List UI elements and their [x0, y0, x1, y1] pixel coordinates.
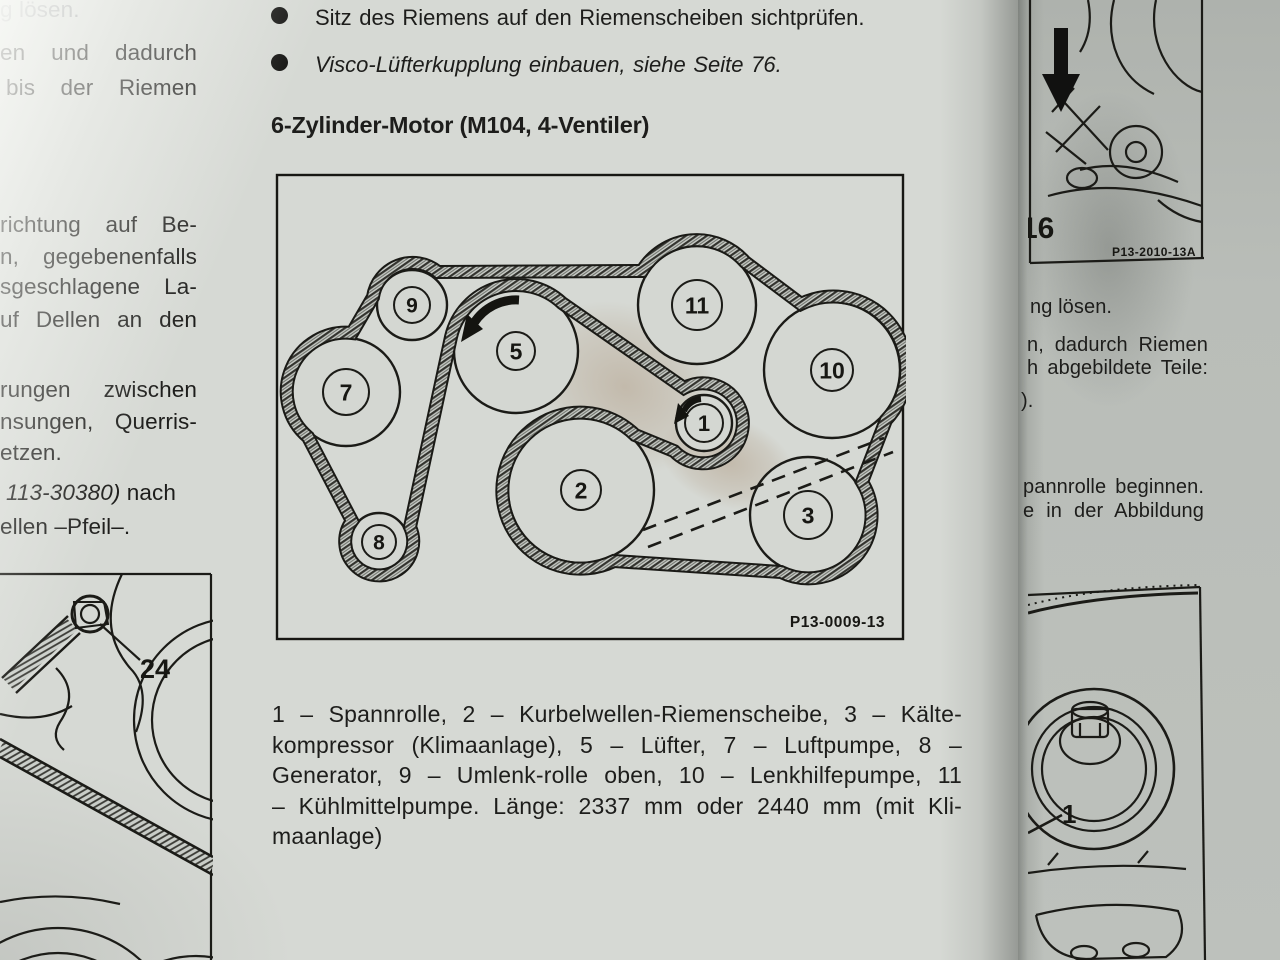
right-line: ). [1021, 390, 1034, 412]
caption-line: kompressor (Klimaanlage), 5 – Lüfter, 7 … [272, 731, 962, 758]
svg-text:2: 2 [575, 477, 588, 503]
figure-code: P13-2010-13A [1112, 245, 1196, 259]
pulley-1: 1 [674, 393, 734, 453]
caption-line: maanlage) [272, 823, 383, 850]
pointer-arrow-icon [1042, 28, 1080, 112]
bullet-icon [271, 54, 288, 71]
left-line-tail: nach [120, 480, 176, 505]
left-line: nsungen, Querris- [0, 409, 197, 434]
diagram-caption: 1 – Spannrolle, 2 – Kurbelwellen-Riemens… [272, 699, 962, 852]
svg-text:11: 11 [685, 292, 710, 318]
left-line: rungen zwischen [0, 377, 197, 402]
figure-item-label: 24 [140, 654, 170, 684]
bolt-figure-24: 24 [0, 572, 213, 960]
svg-text:5: 5 [510, 338, 523, 364]
right-line: h abgebildete Teile: [1027, 357, 1208, 379]
left-line: etzen. [0, 440, 62, 465]
caption-line: – Kühlmittelpumpe. Länge: 2337 mm oder 2… [272, 792, 962, 819]
left-line: g lösen. [0, 0, 80, 22]
left-line: uf Dellen an den [0, 307, 197, 332]
part-number: 113-30380) [6, 480, 121, 505]
main-page: g lösen. en und dadurch bis der Riemen r… [0, 0, 1032, 960]
section-heading: 6-Zylinder-Motor (M104, 4-Ventiler) [271, 112, 650, 138]
svg-text:1: 1 [698, 411, 710, 436]
svg-text:10: 10 [819, 357, 845, 383]
left-line: ellen –Pfeil–. [0, 514, 131, 539]
svg-text:7: 7 [340, 379, 353, 405]
left-line: bis der Riemen [6, 75, 197, 100]
left-line: 113-30380) nach [6, 480, 203, 506]
figure-item-label: 1 [1062, 799, 1076, 829]
right-line: e in der Abbildung [1023, 500, 1204, 522]
left-line: sgeschlagene La- [0, 274, 197, 299]
left-line: n, gegebenenfalls [0, 244, 197, 269]
svg-text:3: 3 [802, 502, 815, 528]
engine-figure-16: 16 P13-2010-13A [1028, 0, 1205, 265]
left-line: en und dadurch [0, 40, 197, 65]
right-line: pannrolle beginnen. [1023, 476, 1204, 498]
svg-text:9: 9 [406, 295, 418, 318]
right-line: ng lösen. [1030, 296, 1113, 318]
figure-number: 16 [1028, 212, 1054, 245]
caption-line: Generator, 9 – Umlenk-rolle oben, 10 – L… [272, 762, 962, 789]
svg-text:8: 8 [373, 532, 385, 555]
bullet-item: Visco-Lüfterkupplung einbauen, siehe Sei… [315, 52, 782, 77]
left-line: richtung auf Be- [0, 212, 197, 237]
bullet-icon [271, 7, 288, 24]
caption-line: 1 – Spannrolle, 2 – Kurbelwellen-Riemens… [272, 701, 962, 727]
belt-routing-diagram: 9 5 11 10 7 1 2 3 8 [275, 173, 906, 641]
bullet-item: Sitz des Riemens auf den Riemenscheiben … [315, 5, 865, 30]
figure-code: P13-0009-13 [790, 614, 885, 631]
right-line: n, dadurch Riemen [1027, 334, 1208, 356]
tensioner-figure-1: 1 [1028, 584, 1207, 960]
